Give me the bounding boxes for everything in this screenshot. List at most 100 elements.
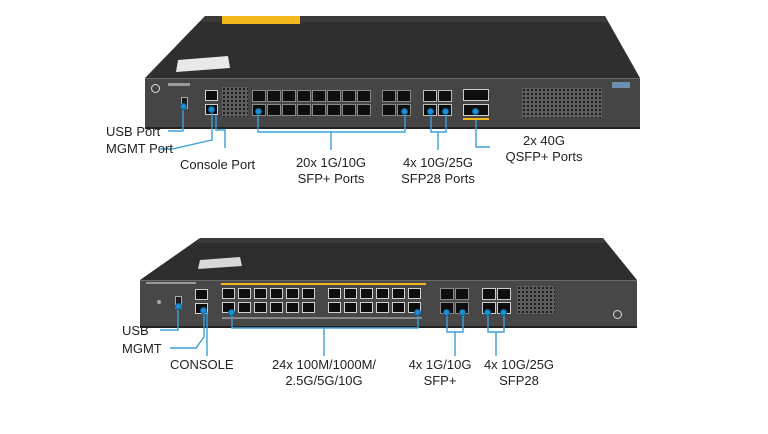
rj45-port-icon[interactable]	[222, 288, 235, 299]
usb-label: USB	[122, 323, 149, 338]
sfp-cage-icon[interactable]	[267, 104, 281, 116]
rj45-port-icon[interactable]	[360, 288, 373, 299]
usb-callout-dot	[175, 303, 182, 310]
rj45-port-icon[interactable]	[328, 288, 341, 299]
sfp-cage-icon[interactable]	[455, 288, 469, 300]
switch-1-callout-lines	[160, 107, 490, 150]
mgmt-port-callout-dot	[208, 106, 215, 113]
console-label: CONSOLE	[170, 357, 234, 372]
qsfp-cage-icon[interactable]	[463, 89, 489, 101]
rj45-port-icon[interactable]	[238, 302, 251, 313]
sfp-plus-callout-dot	[401, 108, 408, 115]
switch-2-sfp28-label: 4x 10G/25G SFP28	[475, 357, 563, 389]
switch-1-top-white-sticker	[176, 56, 230, 72]
sfp-cage-icon[interactable]	[440, 288, 454, 300]
sfp-plus-callout-dot	[459, 309, 466, 316]
rj45-port-icon[interactable]	[408, 288, 421, 299]
qsfp-accent-bar	[463, 118, 489, 120]
switch-1-chassis-top	[145, 16, 640, 78]
rj45-callout-dot	[228, 309, 235, 316]
switch-2-top-strip	[146, 282, 196, 284]
sfp-cage-icon[interactable]	[297, 104, 311, 116]
sfp28-cage-icon[interactable]	[497, 288, 511, 300]
rj45-port-icon[interactable]	[376, 288, 389, 299]
sfp28-callout-dot	[442, 108, 449, 115]
qsfp-label-line1: 2x 40G	[523, 133, 565, 148]
rj45-port-icon[interactable]	[344, 288, 357, 299]
sfp-cage-icon[interactable]	[312, 104, 326, 116]
switch-1-vent-right	[522, 88, 602, 118]
rj45-label-line2: 2.5G/5G/10G	[285, 373, 363, 388]
mgmt-callout-dot	[200, 307, 207, 314]
sfp28-cage-icon[interactable]	[482, 288, 496, 300]
rj45-port-icon[interactable]	[302, 288, 315, 299]
sfp-cage-icon[interactable]	[282, 104, 296, 116]
sfp-cage-icon[interactable]	[327, 104, 341, 116]
rj45-port-icon[interactable]	[360, 302, 373, 313]
sfp-cage-icon[interactable]	[382, 104, 396, 116]
mgmt-port-label: MGMT Port	[106, 141, 173, 156]
rj45-callout-dot	[414, 309, 421, 316]
rj45-port-icon[interactable]	[238, 288, 251, 299]
sfp-cage-icon[interactable]	[397, 90, 411, 102]
sfp-cage-icon[interactable]	[297, 90, 311, 102]
sfp28-callout-dot	[484, 309, 491, 316]
usb-port-label: USB Port	[106, 124, 161, 139]
switch-1-top-yellow-label	[222, 16, 300, 24]
sfp28-cage-icon[interactable]	[423, 90, 437, 102]
switch-1-model-badge	[612, 82, 630, 88]
rj45-port-icon[interactable]	[392, 302, 405, 313]
rj45-port-icon[interactable]	[254, 288, 267, 299]
brand-logo-icon	[613, 310, 622, 319]
switch-2-sfp-plus-label: 4x 1G/10G SFP+	[402, 357, 478, 389]
sfp-cage-icon[interactable]	[312, 90, 326, 102]
switch-2-sfp28-line1: 4x 10G/25G	[483, 357, 555, 372]
sfp-plus-callout-dot	[443, 309, 450, 316]
rj45-port-icon[interactable]	[302, 302, 315, 313]
mgmt-port[interactable]	[195, 289, 208, 300]
mgmt-label: MGMT	[122, 341, 162, 356]
switch-2-vent	[517, 286, 555, 314]
qsfp-ports-label: 2x 40G QSFP+ Ports	[493, 133, 595, 165]
rj45-port-icon[interactable]	[344, 302, 357, 313]
rj45-ports-label: 24x 100M/1000M/ 2.5G/5G/10G	[262, 357, 386, 389]
sfp-cage-icon[interactable]	[327, 90, 341, 102]
sfp28-cage-icon[interactable]	[438, 90, 452, 102]
brand-logo-icon	[151, 84, 160, 93]
sfp28-label-line2: SFP28 Ports	[401, 171, 475, 186]
sfp-cage-icon[interactable]	[382, 90, 396, 102]
usb-port-callout-dot	[180, 103, 187, 110]
rj45-port-icon[interactable]	[392, 288, 405, 299]
sfp-plus-callout-dot	[255, 108, 262, 115]
rj45-port-icon[interactable]	[376, 302, 389, 313]
rj45-label-line1: 24x 100M/1000M/	[271, 357, 377, 372]
sfp28-ports-label: 4x 10G/25G SFP28 Ports	[392, 155, 484, 187]
sfp-cage-icon[interactable]	[342, 104, 356, 116]
console-port-label: Console Port	[180, 157, 256, 172]
qsfp-label-line2: QSFP+ Ports	[505, 149, 583, 164]
switch-2-sfp28-line2: SFP28	[499, 373, 539, 388]
sfp-cage-icon[interactable]	[282, 90, 296, 102]
sfp-plus-label-line2: SFP+ Ports	[297, 171, 365, 186]
sfp-cage-icon[interactable]	[252, 90, 266, 102]
rj45-port-icon[interactable]	[270, 288, 283, 299]
switch-2-sfp-plus-line2: SFP+	[423, 373, 457, 388]
switch-2-sfp-plus-line1: 4x 1G/10G	[408, 357, 472, 372]
rj45-port-icon[interactable]	[270, 302, 283, 313]
sfp28-callout-dot	[500, 309, 507, 316]
rj45-port-icon[interactable]	[254, 302, 267, 313]
rj45-port-icon[interactable]	[328, 302, 341, 313]
sfp28-callout-dot	[427, 108, 434, 115]
reset-button[interactable]	[157, 300, 161, 304]
rj45-port-icon[interactable]	[286, 288, 299, 299]
switch-2-poe-accent-bar	[221, 283, 426, 285]
sfp-cage-icon[interactable]	[342, 90, 356, 102]
sfp-cage-icon[interactable]	[267, 90, 281, 102]
mgmt-port[interactable]	[205, 90, 218, 101]
rj45-port-icon[interactable]	[286, 302, 299, 313]
switch-2-chassis-top	[140, 238, 637, 280]
sfp-cage-icon[interactable]	[357, 90, 371, 102]
sfp-plus-ports-label: 20x 1G/10G SFP+ Ports	[278, 155, 384, 187]
sfp-cage-icon[interactable]	[357, 104, 371, 116]
